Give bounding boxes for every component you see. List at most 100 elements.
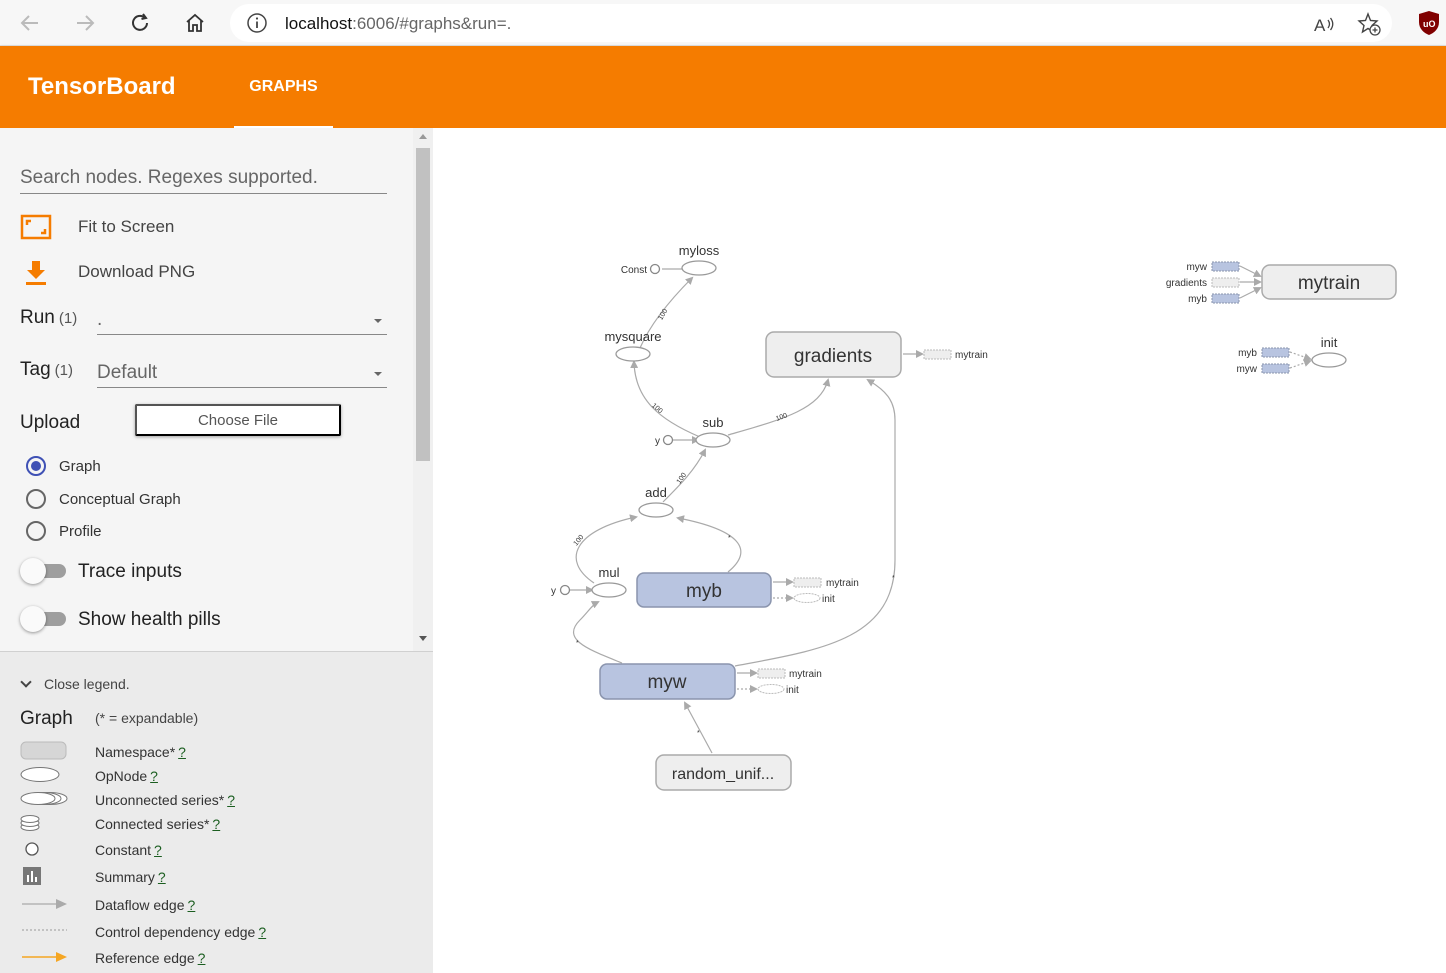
aux-mytrain-myb[interactable] xyxy=(793,577,822,588)
connected-series-icon xyxy=(20,815,40,831)
help-link[interactable]: ? xyxy=(227,792,235,808)
edge-random-myw xyxy=(684,701,713,754)
aux-in-gradients-mytrain[interactable] xyxy=(1211,277,1240,288)
radio-conceptual-graph[interactable] xyxy=(26,489,46,509)
label-mytrain: mytrain xyxy=(1298,273,1360,294)
health-pills-label: Show health pills xyxy=(78,609,221,630)
tag-label: Tag(1) xyxy=(20,359,73,380)
aux-in-myb-init[interactable] xyxy=(1261,347,1290,358)
help-link[interactable]: ? xyxy=(187,897,196,913)
node-sub[interactable] xyxy=(695,432,731,448)
favorite-add-icon[interactable] xyxy=(1357,12,1381,36)
opnode-symbol-icon xyxy=(20,767,60,782)
edge-aux-myw-init xyxy=(1289,359,1312,369)
read-aloud-icon[interactable]: A xyxy=(1312,12,1336,36)
summary-chart-icon xyxy=(23,867,41,885)
edge-mul-add xyxy=(575,514,638,584)
choose-file-button[interactable]: Choose File xyxy=(135,404,341,436)
help-link[interactable]: ? xyxy=(258,924,267,940)
legend-unconnected-series: Unconnected series*? xyxy=(95,792,235,808)
ublock-origin-icon[interactable]: uO xyxy=(1417,10,1441,36)
graph-canvas[interactable]: 100 100 100 100 100 * * * * xyxy=(433,128,1446,973)
node-myb[interactable] xyxy=(636,572,772,608)
home-icon[interactable] xyxy=(180,8,210,38)
legend-panel: Close legend. Graph (* = expandable) Nam… xyxy=(0,651,433,973)
node-const[interactable] xyxy=(649,263,661,275)
sidebar-scrollbar[interactable] xyxy=(413,128,433,651)
help-link[interactable]: ? xyxy=(150,768,158,784)
svg-text:uO: uO xyxy=(1423,19,1436,29)
trace-inputs-toggle[interactable] xyxy=(20,558,66,584)
aux-mytrain-gradients[interactable] xyxy=(923,349,952,360)
run-select[interactable]: . xyxy=(97,307,387,335)
node-myw[interactable] xyxy=(599,663,736,700)
namespace-symbol-icon xyxy=(20,741,67,760)
edge-labels: 100 100 100 100 100 * * * * xyxy=(572,308,895,737)
scroll-up-arrow[interactable] xyxy=(419,134,427,139)
download-png-label: Download PNG xyxy=(78,262,196,281)
trace-inputs-label: Trace inputs xyxy=(78,561,182,582)
scroll-down-arrow[interactable] xyxy=(419,636,427,641)
control-dependency-edge-icon xyxy=(22,929,67,931)
aux-label-in-myb: myb xyxy=(1188,294,1207,305)
graph-svg: 100 100 100 100 100 * * * * xyxy=(551,243,1397,791)
radio-graph[interactable] xyxy=(26,456,46,476)
edge-label-sub-mysquare: 100 xyxy=(650,402,664,415)
node-myloss[interactable] xyxy=(681,260,717,276)
aux-init-myw[interactable] xyxy=(757,684,785,694)
aux-in-myw-init[interactable] xyxy=(1261,363,1290,374)
refresh-icon[interactable] xyxy=(125,8,155,38)
node-init[interactable] xyxy=(1311,352,1347,368)
back-icon[interactable] xyxy=(15,8,45,38)
run-select-value: . xyxy=(97,309,103,330)
label-myb: myb xyxy=(686,581,722,602)
edge-label-myw-gradients: * xyxy=(892,575,895,582)
tab-graphs[interactable]: GRAPHS xyxy=(234,46,333,128)
node-gradients[interactable] xyxy=(765,331,902,378)
node-add[interactable] xyxy=(638,502,674,518)
scroll-thumb[interactable] xyxy=(416,148,430,461)
label-const: Const xyxy=(621,265,647,276)
help-link[interactable]: ? xyxy=(157,869,166,885)
help-link[interactable]: ? xyxy=(212,816,221,832)
aux-init-myb[interactable] xyxy=(793,593,821,603)
tab-graphs-label: GRAPHS xyxy=(249,78,318,95)
aux-mytrain-myw[interactable] xyxy=(757,668,786,679)
aux-in-myw-mytrain[interactable] xyxy=(1211,261,1240,272)
node-mysquare[interactable] xyxy=(615,346,651,362)
help-link[interactable]: ? xyxy=(154,842,162,858)
close-legend-button[interactable]: Close legend. xyxy=(20,676,130,692)
forward-icon[interactable] xyxy=(70,8,100,38)
node-mytrain[interactable] xyxy=(1261,264,1397,300)
toggle-knob xyxy=(20,606,46,632)
label-mul: mul xyxy=(599,565,620,580)
health-pills-toggle[interactable] xyxy=(20,606,66,632)
fit-to-screen-button[interactable]: Fit to Screen xyxy=(20,212,174,242)
info-icon[interactable] xyxy=(246,12,268,34)
tag-select[interactable]: Default xyxy=(97,360,387,388)
aux-label-in-gradients: gradients xyxy=(1166,278,1207,289)
unconnected-series-icon xyxy=(20,792,68,805)
aux-in-myb-mytrain[interactable] xyxy=(1211,293,1240,304)
label-sub: sub xyxy=(703,415,724,430)
node-mul[interactable] xyxy=(591,582,627,598)
aux-label-in-myw: myw xyxy=(1186,262,1207,273)
radio-conceptual-label: Conceptual Graph xyxy=(59,491,181,508)
aux-label-init-myb: init xyxy=(822,594,835,605)
aux-label-mytrain-gradients: mytrain xyxy=(955,350,988,361)
node-y-mul[interactable] xyxy=(559,584,571,596)
edge-sub-gradients xyxy=(727,378,831,436)
search-nodes-input[interactable] xyxy=(20,162,387,194)
node-random-uniform[interactable] xyxy=(655,754,792,791)
download-png-button[interactable]: Download PNG xyxy=(20,257,195,287)
help-link[interactable]: ? xyxy=(197,950,206,966)
radio-profile-label: Profile xyxy=(59,523,102,540)
sidebar xyxy=(0,128,433,651)
address-bar[interactable]: localhost:6006/#graphs&run=. A xyxy=(230,4,1392,42)
radio-profile[interactable] xyxy=(26,521,46,541)
edge-aux-myw-mytrain xyxy=(1239,265,1262,277)
help-link[interactable]: ? xyxy=(178,744,186,760)
legend-reference-edge: Reference edge? xyxy=(95,950,206,966)
legend-namespace: Namespace*? xyxy=(95,744,186,760)
node-y-sub[interactable] xyxy=(662,434,674,446)
